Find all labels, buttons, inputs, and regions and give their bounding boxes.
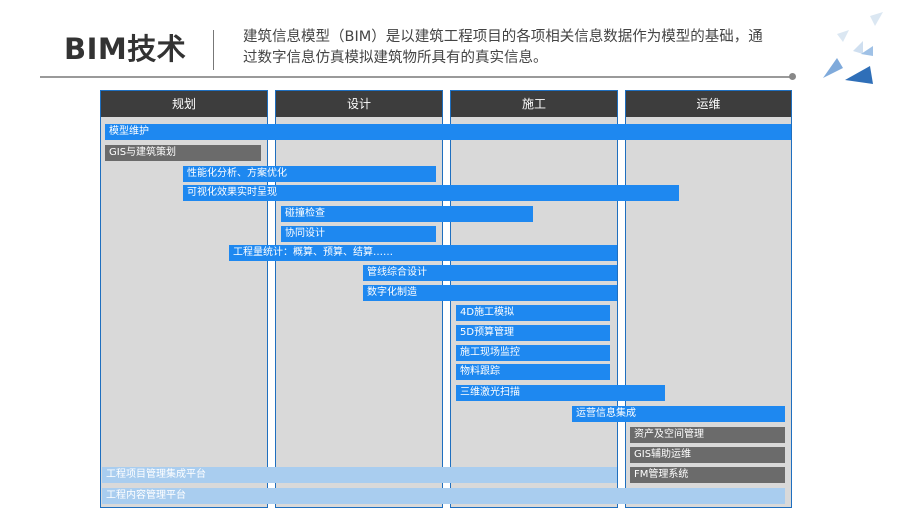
decorative-triangles-icon bbox=[823, 12, 883, 84]
phase-header: 运维 bbox=[626, 91, 791, 117]
phase-header: 施工 bbox=[451, 91, 617, 117]
title-divider bbox=[213, 30, 214, 70]
bar-3d-laser-scanning: 三维激光扫描 bbox=[456, 385, 665, 401]
bar-clash-detection: 碰撞检查 bbox=[281, 206, 533, 222]
bar-quantity-statistics: 工程量统计：概算、预算、结算…… bbox=[229, 245, 617, 261]
bar-operation-info-integration: 运营信息集成 bbox=[572, 406, 785, 422]
bar-digital-manufacturing: 数字化制造 bbox=[363, 285, 617, 301]
bar-5d-budget: 5D预算管理 bbox=[456, 325, 610, 341]
bar-collaborative-design: 协同设计 bbox=[281, 226, 436, 242]
bar-project-management-platform: 工程项目管理集成平台 bbox=[102, 467, 617, 483]
bar-site-monitoring: 施工现场监控 bbox=[456, 345, 610, 361]
bar-asset-space-management: 资产及空间管理 bbox=[630, 427, 785, 443]
phase-column-operation: 运维 bbox=[625, 90, 792, 508]
phase-header: 设计 bbox=[276, 91, 442, 117]
bar-fm-system: FM管理系统 bbox=[630, 467, 785, 483]
page-description: 建筑信息模型（BIM）是以建筑工程项目的各项相关信息数据作为模型的基础，通过数字… bbox=[243, 29, 763, 66]
header-rule bbox=[40, 76, 792, 78]
phase-header: 规划 bbox=[101, 91, 267, 117]
bar-material-tracking: 物料跟踪 bbox=[456, 364, 610, 380]
bar-performance-analysis: 性能化分析、方案优化 bbox=[183, 166, 436, 182]
bar-content-management-platform: 工程内容管理平台 bbox=[102, 488, 785, 504]
header-rule-dot bbox=[789, 73, 796, 80]
bar-visualization: 可视化效果实时呈现 bbox=[183, 185, 679, 201]
bar-4d-simulation: 4D施工模拟 bbox=[456, 305, 610, 321]
bar-gis-assisted-operation: GIS辅助运维 bbox=[630, 447, 785, 463]
page-title: BIM技术 bbox=[64, 32, 187, 66]
bar-pipeline-design: 管线综合设计 bbox=[363, 265, 617, 281]
bar-model-maintenance: 模型维护 bbox=[105, 124, 791, 140]
bar-gis-planning: GIS与建筑策划 bbox=[105, 145, 261, 161]
